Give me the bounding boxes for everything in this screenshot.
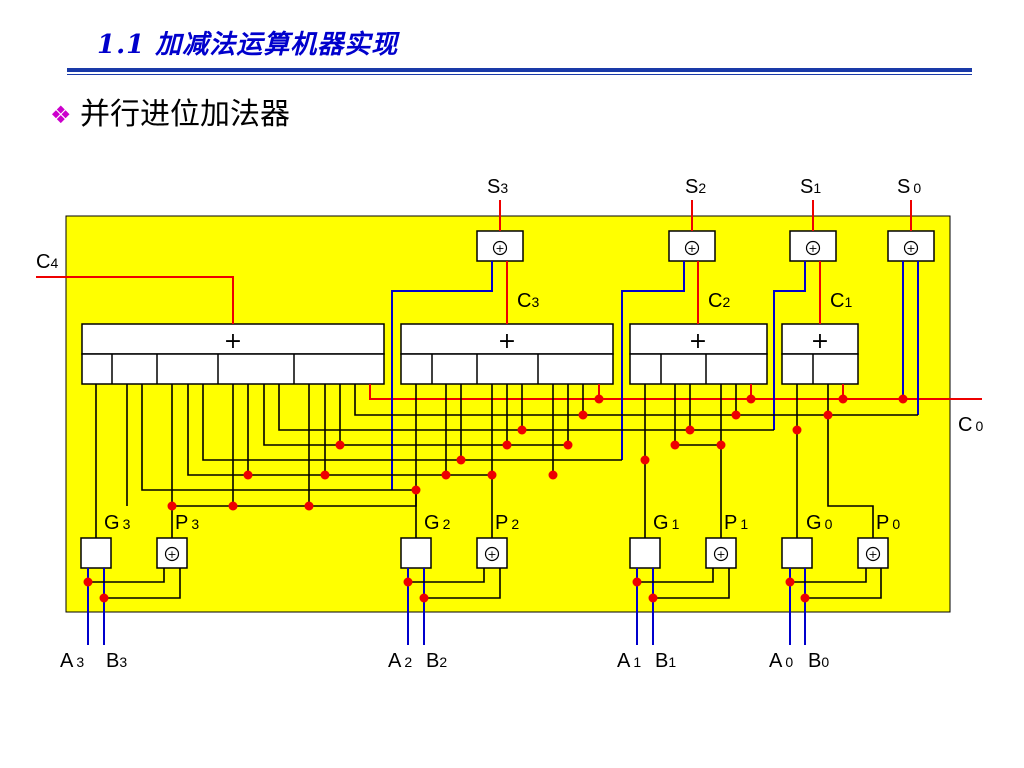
svg-text:+: + (906, 242, 915, 255)
carry-unit-3-symbol: + (224, 329, 242, 354)
label-s1: S1 (800, 176, 821, 198)
label-s3: S3 (487, 176, 508, 198)
sum-xor-boxes (476, 230, 935, 262)
xor-plus-signs: + + + + + + + + (167, 242, 915, 561)
carry-unit-0-symbol: + (811, 329, 829, 354)
svg-text:+: + (167, 548, 176, 561)
black-wires (88, 384, 918, 599)
carry-unit-2-symbol: + (498, 329, 516, 354)
blue-wires (87, 261, 919, 645)
carry-unit-0 (781, 323, 859, 385)
slide-heading: 并行进位加法器 (80, 97, 290, 132)
junction-dots (83, 394, 908, 603)
svg-text:+: + (687, 242, 696, 255)
label-c3: C3 (517, 290, 539, 312)
label-b1: B1 (655, 650, 676, 672)
carry-unit-1-symbol: + (689, 329, 707, 354)
gp-boxes (80, 537, 889, 569)
slide-title: 1.1 加减法运算机器实现 (97, 30, 399, 60)
carry-unit-3 (81, 323, 385, 385)
label-c1: C1 (830, 290, 852, 312)
label-b2: B2 (426, 650, 447, 672)
svg-text:+: + (487, 548, 496, 561)
svg-text:+: + (808, 242, 817, 255)
svg-text:+: + (868, 548, 877, 561)
xor-circles (164, 240, 919, 562)
label-b3: B3 (106, 650, 127, 672)
label-c4: C4 (36, 251, 58, 273)
title-rule-thin (67, 74, 972, 75)
label-c2: C2 (708, 290, 730, 312)
bullet-icon: ❖ (50, 102, 72, 129)
label-b0: B0 (808, 650, 829, 672)
carry-unit-2 (400, 323, 614, 385)
svg-text:+: + (495, 242, 504, 255)
title-rule (67, 68, 972, 72)
label-s2: S2 (685, 176, 706, 198)
svg-text:+: + (716, 548, 725, 561)
